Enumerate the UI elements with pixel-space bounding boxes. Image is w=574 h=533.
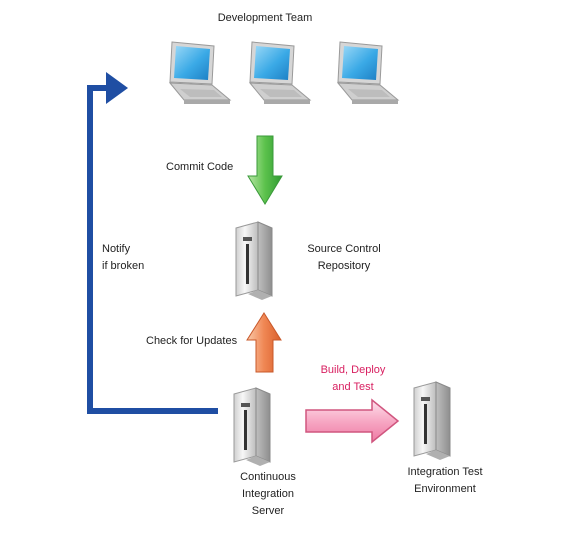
server-icon (413, 381, 451, 460)
commit-arrow (247, 135, 283, 205)
build-arrow (305, 398, 400, 444)
ci-server-label: Continuous Integration Server (240, 471, 296, 517)
server-icon (233, 387, 271, 466)
laptop-icon (168, 41, 232, 104)
feedback-arrow (87, 72, 218, 414)
laptop-icon (336, 41, 400, 104)
check-updates-label: Check for Updates (146, 335, 238, 347)
source-control-label: Source Control Repository (307, 243, 381, 272)
server-icon (235, 221, 273, 300)
commit-code-label: Commit Code (166, 161, 234, 173)
diagram-title: Development Team (217, 12, 313, 24)
laptop-icon (248, 41, 312, 104)
check-arrow (246, 312, 282, 373)
notify-label: Notify if broken (102, 243, 145, 272)
integration-env-label: Integration Test Environment (407, 466, 483, 495)
build-deploy-label: Build, Deploy and Test (320, 364, 386, 393)
